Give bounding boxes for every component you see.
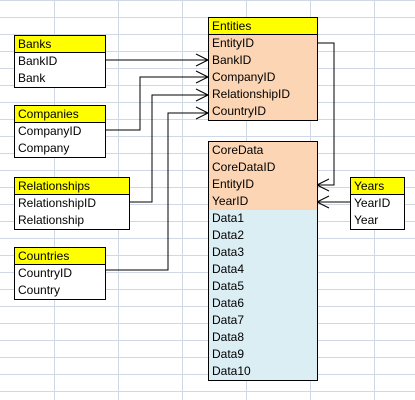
- relationships-title: Relationships: [15, 178, 129, 195]
- banks-title: Banks: [15, 36, 105, 53]
- entities-table: Entities EntityID BankID CompanyID Relat…: [208, 17, 318, 121]
- countries-field-countryid: CountryID: [18, 266, 73, 280]
- link-entities-coredata: [316, 42, 335, 192]
- coredata-field-coredataid: CoreDataID: [209, 159, 317, 176]
- link-banks-entities: [105, 53, 209, 67]
- coredata-field-data4: Data4: [209, 261, 317, 278]
- coredata-field-data8: Data8: [209, 329, 317, 346]
- countries-field-country: Country: [18, 283, 61, 297]
- entities-title: Entities: [209, 18, 317, 35]
- companies-table: Companies CompanyID Company: [14, 105, 106, 158]
- coredata-field-data9: Data9: [209, 346, 317, 363]
- banks-table: Banks BankID Bank: [14, 35, 106, 88]
- link-relationships-entities: [129, 88, 209, 203]
- link-companies-entities: [105, 70, 209, 131]
- coredata-field-entityid: EntityID: [209, 176, 317, 193]
- banks-field-bank: Bank: [18, 71, 46, 85]
- years-field-year: Year: [354, 213, 379, 227]
- countries-title: Countries: [15, 248, 105, 265]
- years-table: Years YearID Year: [350, 177, 405, 230]
- banks-field-bankid: BankID: [18, 54, 58, 68]
- coredata-field-data2: Data2: [209, 227, 317, 244]
- entities-field-entityid: EntityID: [209, 35, 317, 52]
- entities-field-companyid: CompanyID: [209, 69, 317, 86]
- coredata-field-data6: Data6: [209, 295, 317, 312]
- relationships-table: Relationships RelationshipID Relationshi…: [14, 177, 130, 230]
- relationships-field-relationship: Relationship: [18, 213, 85, 227]
- coredata-field-data3: Data3: [209, 244, 317, 261]
- companies-field-companyid: CompanyID: [18, 124, 82, 138]
- entities-field-countryid: CountryID: [209, 103, 317, 120]
- coredata-field-data1: Data1: [209, 210, 317, 227]
- coredata-field-data10: Data10: [209, 363, 317, 380]
- link-years-coredata: [316, 195, 350, 209]
- countries-table: Countries CountryID Country: [14, 247, 106, 300]
- years-title: Years: [351, 178, 404, 195]
- relationships-field-relationshipid: RelationshipID: [18, 196, 97, 210]
- companies-title: Companies: [15, 106, 105, 123]
- coredata-field-data5: Data5: [209, 278, 317, 295]
- years-field-yearid: YearID: [354, 196, 391, 210]
- entities-field-relationshipid: RelationshipID: [209, 86, 317, 103]
- coredata-field-data7: Data7: [209, 312, 317, 329]
- coredata-title: CoreData: [209, 142, 317, 159]
- entities-field-bankid: BankID: [209, 52, 317, 69]
- coredata-field-yearid: YearID: [209, 193, 317, 210]
- companies-field-company: Company: [18, 141, 70, 155]
- coredata-table: CoreData CoreDataID EntityID YearID Data…: [208, 141, 318, 381]
